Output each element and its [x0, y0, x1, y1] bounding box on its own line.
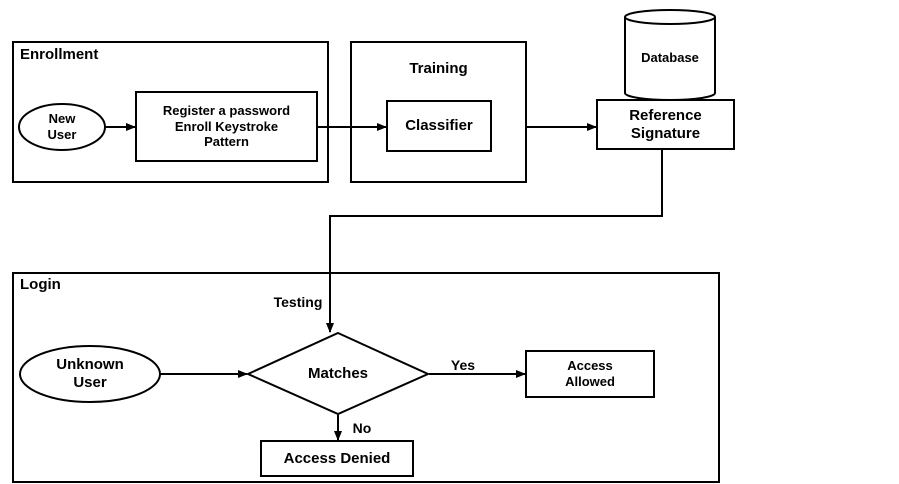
register-line3: Pattern [204, 134, 249, 150]
unknown-user-label: Unknown User [20, 346, 160, 402]
classifier-label: Classifier [405, 117, 473, 134]
yes-edge-label: Yes [450, 357, 476, 373]
matches-label: Matches [307, 365, 369, 382]
reference-line2: Signature [630, 124, 701, 142]
access-allowed-line1: Access [567, 358, 613, 374]
enrollment-title: Enrollment [20, 46, 99, 63]
arrow-reference-to-matches [326, 150, 663, 333]
login-section [12, 272, 720, 483]
database-node [624, 9, 716, 101]
register-node [135, 91, 318, 162]
enrollment-section [12, 41, 329, 183]
new-user-label: New User [19, 104, 105, 150]
register-label: Register a password Enroll Keystroke Pat… [136, 92, 317, 161]
testing-edge-label: Testing [273, 294, 323, 310]
login-title: Login [20, 276, 61, 293]
database-label: Database [641, 50, 699, 66]
access-allowed-label: Access Allowed [526, 351, 654, 397]
access-denied-label: Access Denied [283, 449, 391, 467]
new-user-line2: User [47, 127, 77, 142]
reference-signature-label: Reference Signature [597, 100, 734, 149]
classifier-node [386, 100, 492, 152]
register-line2: Enroll Keystroke [174, 118, 279, 134]
training-section [350, 41, 527, 183]
reference-signature-node [596, 99, 735, 150]
training-title: Training [409, 60, 468, 77]
access-denied-node [260, 440, 414, 477]
reference-line1: Reference [629, 106, 702, 124]
new-user-line1: New [48, 111, 76, 127]
matches-decision [245, 331, 431, 416]
access-allowed-node [525, 350, 655, 398]
access-allowed-line2: Allowed [565, 374, 615, 389]
register-line1: Register a password [162, 103, 291, 119]
no-edge-label: No [352, 420, 372, 436]
unknown-user-line2: User [73, 374, 107, 391]
unknown-user-line1: Unknown [56, 356, 124, 373]
